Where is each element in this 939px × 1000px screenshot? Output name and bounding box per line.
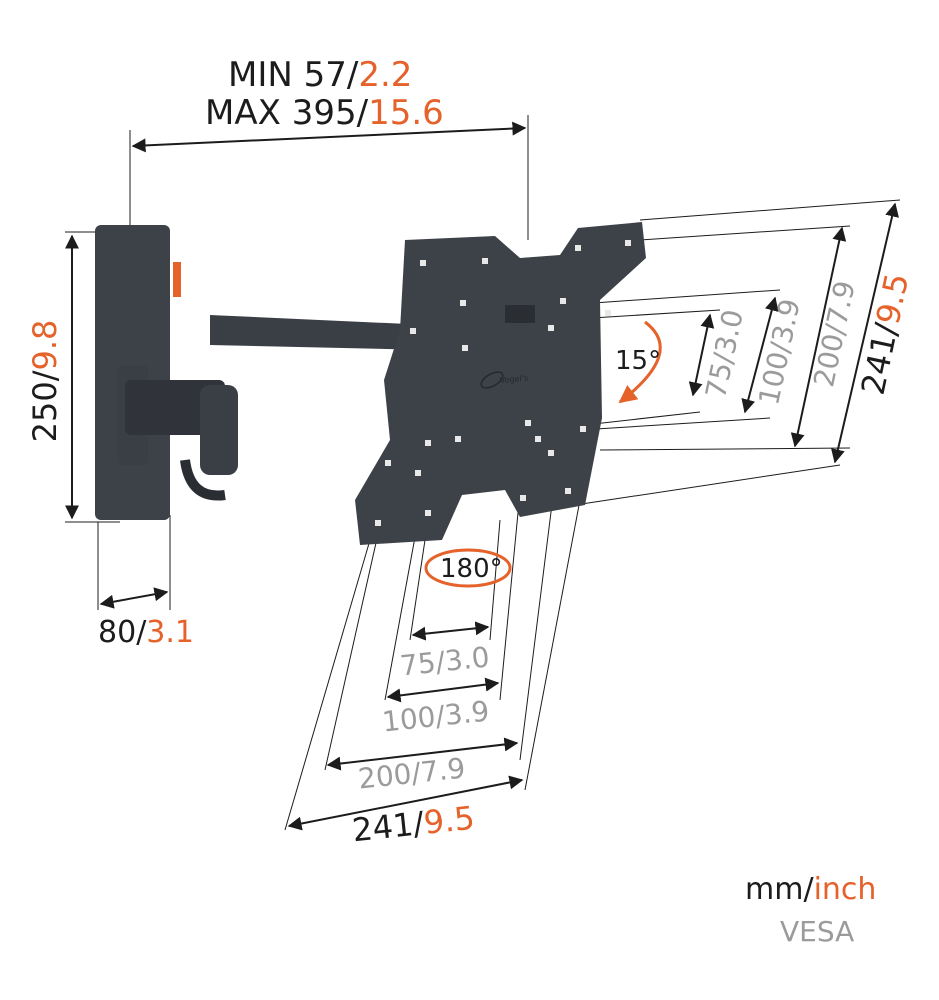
svg-text:Vogel's: Vogel's (499, 374, 528, 385)
legend-sep: / (803, 872, 814, 907)
swing-arm (118, 315, 430, 501)
sep: / (356, 93, 369, 133)
legend-inch: inch (813, 872, 877, 907)
swivel-label: 180° (440, 554, 503, 584)
inch: 9.5 (421, 798, 477, 842)
vogels-logo: Vogel's (480, 371, 528, 389)
inch: 3.1 (146, 615, 195, 650)
vesa-legend: VESA (780, 915, 855, 948)
mm: 200 (356, 757, 414, 796)
sep: / (136, 615, 147, 650)
sep: / (346, 55, 359, 95)
inch: 7.9 (419, 751, 467, 789)
mm: 75 (398, 646, 438, 683)
tv-plate: Vogel's (355, 222, 646, 545)
inch: 9.8 (26, 319, 64, 371)
min-inch: 2.2 (358, 55, 413, 95)
min-mm: MIN 57 (228, 55, 347, 95)
dimension-arrows (65, 121, 899, 831)
wall-plate-width-label: 80/3.1 (98, 618, 194, 648)
mm: 241 (350, 805, 416, 850)
tilt-label: 15° (615, 346, 662, 376)
mm: 80 (98, 615, 137, 650)
max-width-label: MAX 395/15.6 (205, 96, 444, 130)
sep: / (26, 370, 64, 382)
max-mm: MAX 395 (205, 93, 357, 133)
legend-mm: mm (745, 872, 804, 907)
min-width-label: MIN 57/2.2 (228, 58, 412, 92)
wall-plate-height-label: 250/9.8 (26, 296, 64, 466)
mm: 100 (380, 700, 438, 739)
inch: 3.0 (443, 640, 492, 678)
unit-legend: mm/inch (745, 875, 876, 905)
max-inch: 15.6 (368, 93, 444, 133)
mm: 250 (26, 381, 64, 443)
tilt-arrow (618, 320, 662, 404)
swivel-arrow (424, 548, 512, 588)
inch: 3.9 (443, 694, 491, 732)
